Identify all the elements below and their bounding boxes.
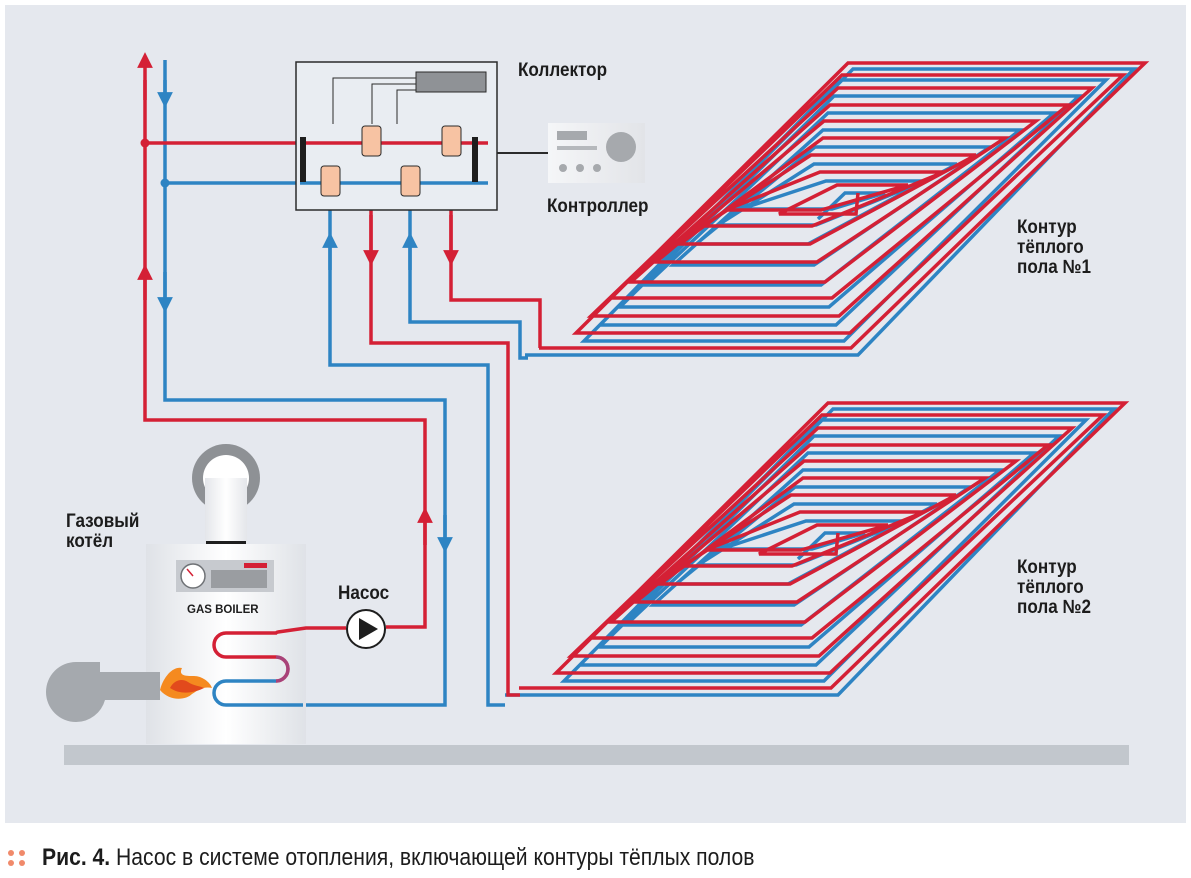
- floor-loop-1-label-line3: пола №1: [1017, 257, 1092, 278]
- floor-loop-1-supply-pipe: [539, 61, 1150, 350]
- floor-loop-2-label-line1: Контур: [1017, 557, 1077, 578]
- controller: [548, 123, 645, 183]
- collector-valve: [320, 125, 462, 197]
- boiler-label-line1: Газовый: [66, 511, 140, 532]
- controller-label: Контроллер: [547, 196, 649, 217]
- controller-knob: [606, 132, 636, 162]
- pump: [346, 609, 386, 649]
- collector-branches: [322, 158, 542, 707]
- collector-actuator-unit: [415, 71, 487, 93]
- floor-loop-1-label: Контур тёплого пола №1: [1017, 218, 1091, 278]
- supply-riser: [143, 80, 427, 629]
- boiler-coil-return: [212, 679, 303, 707]
- burner: [46, 662, 212, 723]
- gas-boiler: GAS BOILER: [46, 444, 346, 744]
- floor-loop-1-label-line2: тёплого: [1017, 237, 1084, 258]
- collector: [295, 61, 548, 211]
- floor-loop-2-supply-pipe: [519, 401, 1130, 690]
- burner-housing: [46, 662, 160, 723]
- boiler-plate: GAS BOILER: [187, 604, 259, 616]
- floor-loop-2-return-pipe: [505, 407, 1119, 697]
- caption-text: Насос в системе отопления, включающей ко…: [116, 844, 755, 871]
- pump-label: Насос: [338, 583, 390, 604]
- floor-loop-1-label-line1: Контур: [1017, 217, 1077, 238]
- caption-prefix: Рис. 4.: [42, 844, 111, 871]
- floor-loop-2-label: Контур тёплого пола №2: [1017, 558, 1091, 618]
- floor-loop-2-label-line3: пола №2: [1017, 597, 1092, 618]
- boiler-label: Газовый котёл: [66, 512, 139, 552]
- floor-slab: [64, 745, 1129, 765]
- floor-loop-1: [525, 61, 1150, 357]
- boiler-label-line2: котёл: [66, 531, 114, 552]
- loop2-return-branch: [328, 196, 505, 707]
- loop2-supply-branch: [369, 158, 520, 697]
- floor-loop-2-label-line2: тёплого: [1017, 577, 1084, 598]
- loop1-return-branch: [408, 196, 528, 360]
- collector-label: Коллектор: [518, 60, 608, 81]
- figure-caption: Рис. 4. Насос в системе отопления, включ…: [8, 838, 852, 878]
- chimney-pipe: [205, 478, 247, 544]
- pump-play-icon: [359, 618, 378, 640]
- caption-bullet-icon: [8, 850, 26, 866]
- floor-loop-2: [505, 401, 1130, 697]
